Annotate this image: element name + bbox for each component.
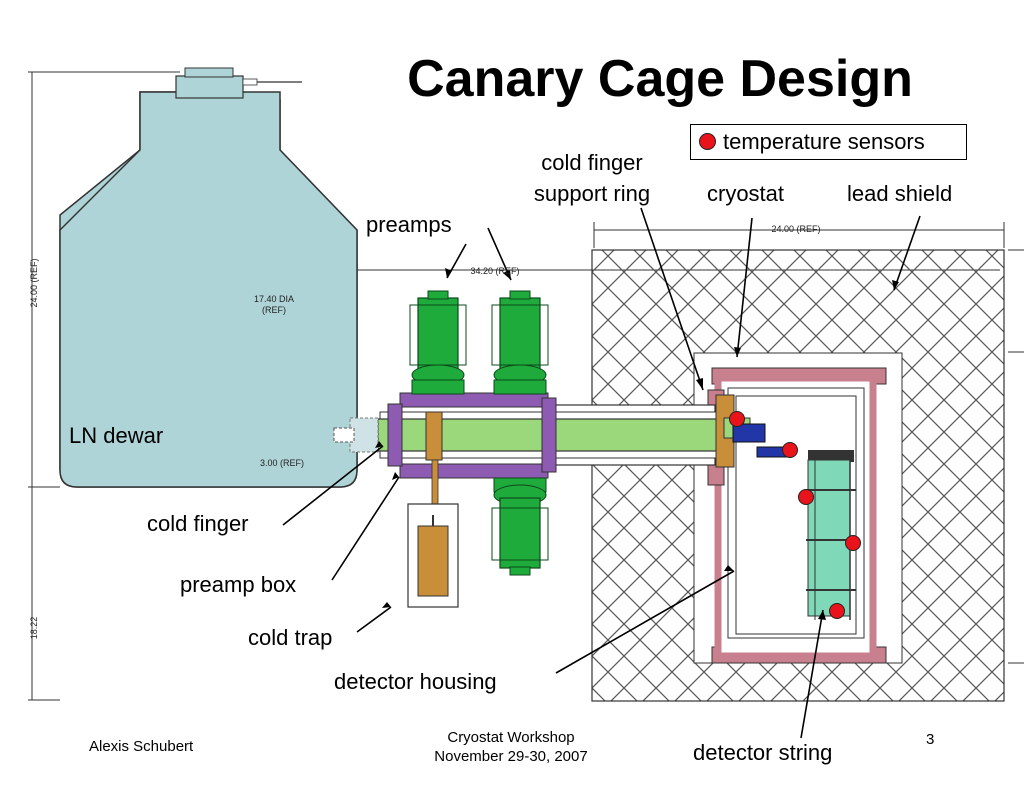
label-detector-housing: detector housing (334, 669, 497, 694)
dim-lower-height: 18.22 (29, 617, 39, 640)
preamp-left (409, 290, 467, 395)
footer-event-line2: November 29-30, 2007 (434, 748, 588, 765)
dim-offset: 3.00 (REF) (260, 458, 304, 468)
label-support-ring: cold finger support ring (512, 150, 672, 207)
detector-string (806, 450, 856, 620)
label-cryostat: cryostat (707, 181, 785, 206)
legend-label: temperature sensors (723, 129, 925, 154)
page-title: Canary Cage Design (407, 50, 913, 108)
preamp-bottom (491, 477, 549, 576)
label-detector-string: detector string (693, 740, 833, 765)
dim-dewar-height: 24.00 (REF) (29, 258, 39, 307)
dim-dewar-dia-2: (REF) (262, 305, 286, 315)
cold-finger-assembly (333, 392, 788, 521)
temperature-sensors (729, 411, 861, 619)
label-cold-trap: cold trap (248, 625, 333, 650)
dim-dewar-dia-1: 17.40 DIA (254, 294, 294, 304)
label-cold-finger: cold finger (147, 511, 249, 536)
legend-box: temperature sensors (690, 124, 967, 160)
label-ln-dewar: LN dewar (69, 423, 164, 448)
dimension-texts: 24.00 (REF) 18.22 17.40 DIA (REF) 3.00 (… (29, 224, 821, 639)
ln-dewar (59, 67, 358, 488)
label-lead-shield: lead shield (847, 181, 953, 206)
page-number: 3 (926, 731, 935, 748)
sensor-5 (829, 603, 845, 619)
footer-event: Cryostat Workshop November 29-30, 2007 (400, 728, 622, 766)
label-preamp-box: preamp box (180, 572, 297, 597)
footer-author: Alexis Schubert (89, 738, 194, 755)
label-preamps: preamps (366, 212, 452, 237)
red-dot-icon (699, 133, 716, 150)
preamp-right (491, 290, 549, 395)
label-support-ring-line2: support ring (533, 181, 651, 206)
label-support-ring-line1: cold finger (541, 150, 643, 175)
footer-event-line1: Cryostat Workshop (447, 729, 575, 746)
dim-shield-width: 24.00 (REF) (771, 224, 820, 234)
sensor-4 (845, 535, 861, 551)
pointer-arrowheads (375, 268, 899, 620)
dim-length: 34.20 (REF) (470, 266, 519, 276)
sensor-1 (729, 411, 745, 427)
sensor-3 (798, 489, 814, 505)
cold-trap (407, 503, 459, 608)
sensor-2 (782, 442, 798, 458)
